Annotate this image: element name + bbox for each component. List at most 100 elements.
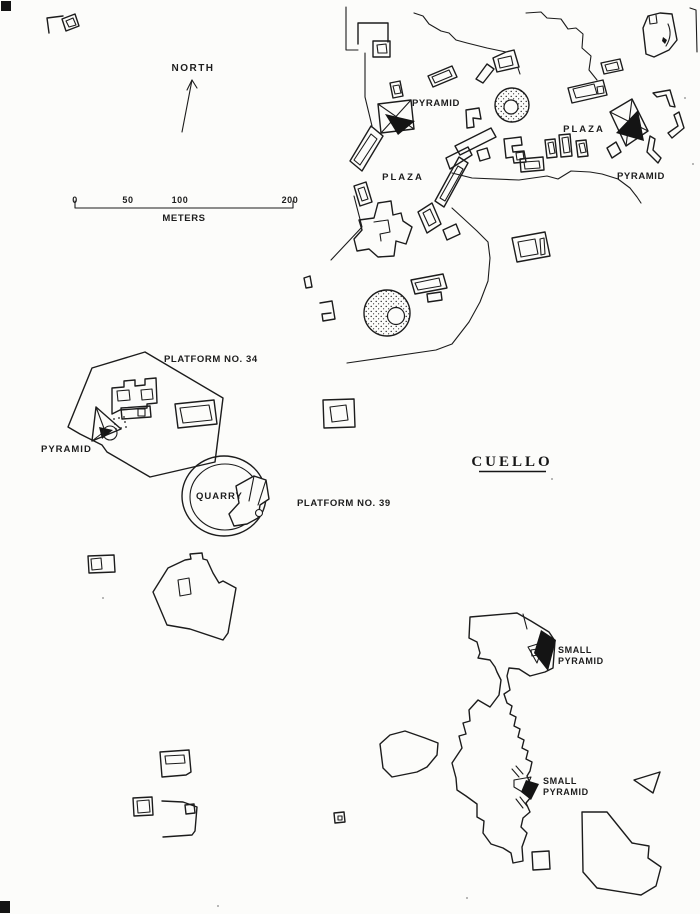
structure-inner-wall [136, 799, 151, 814]
scan-speck [466, 897, 468, 899]
structure-outline [87, 554, 116, 574]
platform-outline [152, 552, 237, 641]
platform-boundary [345, 6, 359, 51]
scan-speck [551, 478, 553, 480]
structure-outline [558, 133, 573, 158]
structure-outline [445, 146, 473, 170]
structure-outline [174, 399, 218, 429]
structure-outline [652, 89, 676, 108]
main-plaza-group: PYRAMID PLAZA [330, 6, 698, 364]
structure-inner-wall [572, 83, 598, 99]
structure-inner-wall [373, 219, 391, 242]
structure-outline [333, 811, 346, 824]
platform-boundary [522, 613, 528, 630]
mound-summit [503, 99, 519, 115]
pyramid-shadow-triangle [99, 427, 113, 439]
structure-outline [353, 200, 413, 258]
quarry-boulder [254, 508, 264, 518]
platform-34-group: PLATFORM NO. 34 PYRAMID [41, 351, 258, 478]
pyramid-east-label: PYRAMID [617, 171, 665, 182]
scale-bar-line [74, 200, 294, 209]
scan-specks [102, 97, 694, 907]
structure-inner-wall [431, 69, 453, 84]
scan-speck [217, 905, 219, 907]
southwest-scattered-structures [132, 749, 346, 838]
excavation-tick-marks [515, 796, 528, 809]
plaza-west-label: PLAZA [382, 172, 424, 183]
pyramid-shadow-triangle [521, 780, 539, 800]
structure-inner-wall [414, 277, 442, 291]
excavation-dotted-marks [113, 416, 127, 430]
small-pyramid-north-label-line2: PYRAMID [558, 656, 604, 666]
structure-inner-wall [177, 577, 192, 597]
excavation-circle [102, 425, 118, 441]
pyramid-shadow-triangle [385, 114, 415, 135]
structure-outline [61, 13, 80, 32]
structure-outline [389, 80, 404, 99]
structure-outline [159, 749, 192, 778]
structure-inner-wall [329, 404, 349, 423]
central-scattered-structures [303, 231, 551, 429]
quarry-label: QUARRY [196, 491, 243, 502]
small-pyramid-south-label-line1: SMALL [543, 776, 577, 786]
stippled-mound-central [363, 289, 411, 337]
structure-outline [132, 796, 154, 817]
structure-inner-wall [578, 142, 587, 154]
structure-inner-wall [392, 84, 402, 95]
structure-inner-wall [596, 85, 605, 95]
structure-outline [120, 405, 152, 420]
structure-inner-wall [422, 208, 437, 227]
structure-outline [667, 111, 685, 139]
small-pyramid-south-symbol [511, 765, 539, 809]
structure-outline [426, 291, 443, 303]
structure-inner-wall [547, 141, 556, 155]
scan-speck [684, 97, 686, 99]
north-arrow-shaft [181, 79, 193, 133]
structure-outline [544, 138, 558, 159]
platform-boundary [330, 195, 363, 261]
south-platform-outline [451, 612, 556, 864]
structure-outline [161, 800, 198, 838]
structure-outline [111, 377, 158, 415]
structure-outline [517, 67, 521, 75]
structure-inner-wall [517, 238, 539, 258]
structure-inner-wall [561, 136, 571, 154]
stippled-mound-north [494, 87, 530, 123]
structure-outline [46, 15, 64, 34]
structure-outline [606, 141, 622, 159]
scale-tick-0: 0 [72, 195, 78, 205]
structure-doorway [662, 37, 667, 44]
structure-inner-wall [116, 389, 131, 402]
north-label: NORTH [171, 63, 214, 74]
structure-inner-wall [179, 404, 213, 424]
structure-outline [633, 771, 661, 794]
small-pyramid-south-label-line2: PYRAMID [543, 787, 589, 797]
structure-outline [476, 147, 491, 162]
pyramid-east-symbol [606, 98, 649, 159]
structure-outline [575, 139, 589, 158]
platform-34-label: PLATFORM NO. 34 [164, 354, 258, 365]
structure-outline [642, 12, 678, 58]
mound-summit [386, 306, 406, 326]
structure-outline [303, 275, 313, 289]
structure-outline [372, 40, 391, 58]
structure-northeast-isolated [642, 12, 678, 58]
structure-inner-wall [65, 17, 77, 28]
plaza-east-label: PLAZA [563, 124, 605, 135]
structure-inner-wall [353, 133, 378, 166]
structure-outline [319, 300, 336, 322]
structure-inner-wall [137, 408, 146, 417]
quarry-group: QUARRY [181, 455, 270, 537]
quarry-ramp-ridges [248, 475, 267, 506]
structure-outline [519, 156, 545, 173]
structure-inner-wall [164, 754, 186, 765]
scan-corner-marks [0, 1, 11, 913]
structure-inner-wall [376, 43, 388, 54]
pyramid-northwest-symbol [377, 99, 415, 135]
structure-inner-wall [357, 186, 369, 202]
north-arrow: NORTH [171, 63, 214, 133]
structure-outline [503, 136, 527, 164]
structure-outline [322, 398, 356, 429]
site-title: CUELLO [471, 454, 552, 470]
scale-tick-200: 200 [282, 195, 299, 205]
